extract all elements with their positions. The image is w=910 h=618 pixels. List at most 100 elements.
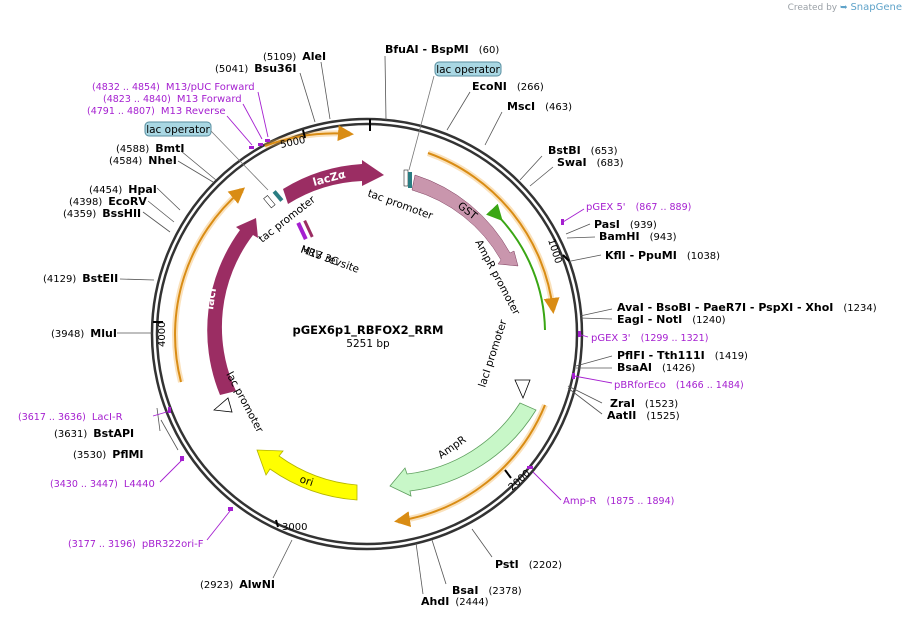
enzyme-eagi-noti: EagI - NotI(1240) bbox=[617, 313, 726, 326]
backbone-inner bbox=[155, 122, 579, 546]
plasmid-length: 5251 bp bbox=[346, 338, 390, 350]
orf-arcs bbox=[172, 125, 560, 528]
enzyme-bsshii: (4359)BssHII bbox=[63, 207, 141, 220]
tick-2000 bbox=[504, 469, 512, 479]
lac-operator-box-1: lac operator bbox=[434, 61, 502, 77]
enzyme-bsai: BsaI(2378) bbox=[452, 584, 522, 597]
leader-pgex5 bbox=[562, 208, 585, 223]
enzyme-bsaai: BsaAI(1426) bbox=[617, 361, 695, 374]
snapgene-logo-icon: ➥ bbox=[840, 3, 848, 13]
primer-leaders bbox=[152, 91, 613, 541]
lac-operator-box-2: lac operator bbox=[144, 121, 212, 137]
leader-avai bbox=[579, 308, 613, 317]
primer-m13-puc-forward: (4832 .. 4854)M13/pUC Forward bbox=[92, 82, 255, 93]
leader-eagi bbox=[579, 317, 613, 320]
enzyme-econi: EcoNI(266) bbox=[472, 80, 544, 93]
enzyme-avai-xhoi: AvaI - BsoBI - PaeR7I - PspXI - XhoI(123… bbox=[617, 301, 877, 314]
hrv-arc bbox=[485, 203, 546, 331]
enzyme-hpai: (4454)HpaI bbox=[89, 183, 157, 196]
orf-arc-ampr-line bbox=[394, 404, 546, 528]
primer-pgex3: pGEX 3'(1299 .. 1321) bbox=[591, 333, 708, 344]
leader-bstbi bbox=[519, 155, 543, 181]
enzyme-mlui: (3948)MluI bbox=[51, 327, 117, 340]
leader-bfuai bbox=[384, 55, 387, 121]
feature-lacz bbox=[283, 160, 384, 204]
primer-mark-l4440 bbox=[180, 456, 184, 461]
credit-prefix: Created by bbox=[787, 3, 838, 13]
enzyme-swai: SwaI(683) bbox=[557, 156, 624, 169]
enzyme-bstapi: (3631)BstAPI bbox=[54, 427, 134, 440]
primer-pgex5: pGEX 5'(867 .. 889) bbox=[586, 202, 691, 213]
lac-operator-mark-1 bbox=[408, 172, 412, 188]
tick-5000 bbox=[302, 129, 306, 139]
primer-l4440: (3430 .. 3447)L4440 bbox=[50, 479, 155, 490]
lac-operator-label-2: lac operator bbox=[146, 124, 210, 136]
primer-mark-m13-forward bbox=[258, 143, 263, 146]
leader-m13-forward bbox=[242, 103, 263, 140]
plasmid-name: pGEX6p1_RBFOX2_RRM bbox=[293, 323, 444, 338]
orf-arc-lacz-line bbox=[264, 125, 354, 147]
leader-m13-reverse bbox=[226, 115, 253, 146]
leader-pasi bbox=[565, 223, 591, 235]
enzyme-bstbi: BstBI(653) bbox=[548, 144, 618, 157]
leader-econi bbox=[446, 91, 471, 131]
tac-promoter-mark bbox=[403, 169, 409, 187]
label-laci-promoter: lacI promoter bbox=[476, 318, 509, 389]
leader-bstapi bbox=[156, 407, 161, 432]
leader-kfli bbox=[570, 254, 602, 262]
orf-arc-gst-line bbox=[427, 152, 560, 314]
leader-bsai bbox=[431, 539, 447, 585]
enzyme-ahdi: AhdI(2444) bbox=[421, 595, 489, 608]
enzyme-msci: MscI(463) bbox=[507, 100, 572, 113]
label-lac-promoter: lac promoter bbox=[223, 370, 265, 436]
enzyme-aatii: AatII(1525) bbox=[607, 409, 680, 422]
leader-bsshii bbox=[142, 211, 171, 233]
enzyme-alwni: (2923)AlwNI bbox=[200, 578, 275, 591]
primer-mark-amp-r bbox=[527, 466, 533, 469]
leader-msci bbox=[484, 111, 503, 146]
enzyme-leaders bbox=[117, 55, 613, 595]
leader-bamhi bbox=[566, 236, 596, 239]
primer-m13-forward: (4823 .. 4840)M13 Forward bbox=[103, 94, 242, 105]
leader-bsu36i bbox=[299, 72, 316, 123]
enzyme-alei: (5109)AleI bbox=[263, 50, 326, 63]
enzyme-bamhi: BamHI(943) bbox=[599, 230, 677, 243]
enzyme-nhei: (4584)NheI bbox=[109, 154, 177, 167]
primer-mark-m13-puc bbox=[265, 139, 270, 142]
feature-label-laci: lacI bbox=[203, 287, 219, 310]
leader-pbr322ori bbox=[206, 510, 231, 541]
orf-arc-laci-line bbox=[174, 187, 246, 383]
leader-pbrforeco bbox=[573, 375, 613, 384]
feature-ori bbox=[256, 449, 358, 501]
leader-pflmi bbox=[160, 419, 179, 451]
primer-mark-pbrforeco bbox=[572, 373, 575, 379]
lac-operator-label-1: lac operator bbox=[436, 64, 500, 76]
leader-bmti bbox=[180, 150, 217, 181]
feature-laci bbox=[207, 218, 258, 395]
primer-mark-pgex3 bbox=[578, 331, 581, 337]
tick-label-5000: 5000 bbox=[279, 135, 306, 151]
leader-laci-r bbox=[152, 410, 171, 417]
leader-swai bbox=[529, 166, 554, 187]
label-m13-rev: M13 rev bbox=[299, 244, 343, 270]
leader-psti bbox=[471, 528, 493, 558]
leader-ecorv bbox=[147, 200, 175, 223]
primer-mark-pbr322ori bbox=[228, 507, 233, 511]
enzyme-pasi: PasI(939) bbox=[594, 218, 657, 231]
enzyme-kfli-ppumi: KflI - PpuMI(1038) bbox=[605, 249, 720, 262]
primer-pbr322ori-f: (3177 .. 3196)pBR322ori-F bbox=[68, 539, 204, 550]
leader-lac-op-2 bbox=[210, 130, 269, 191]
lac-operator-mark-2 bbox=[272, 190, 284, 202]
leader-lac-op-1 bbox=[408, 75, 435, 171]
leader-l4440 bbox=[159, 457, 185, 483]
tick-label-4000: 4000 bbox=[157, 322, 168, 347]
primer-laci-r: (3617 .. 3636)LacI-R bbox=[18, 412, 123, 423]
primer-marks bbox=[168, 139, 581, 511]
leader-zrai bbox=[567, 385, 603, 404]
leader-m13-puc bbox=[257, 91, 269, 138]
leader-ahdi bbox=[415, 542, 424, 595]
primer-mark-m13-reverse bbox=[249, 146, 254, 149]
m13rev-mark bbox=[296, 221, 308, 241]
primer-m13-reverse: (4791 .. 4807)M13 Reverse bbox=[87, 106, 226, 117]
